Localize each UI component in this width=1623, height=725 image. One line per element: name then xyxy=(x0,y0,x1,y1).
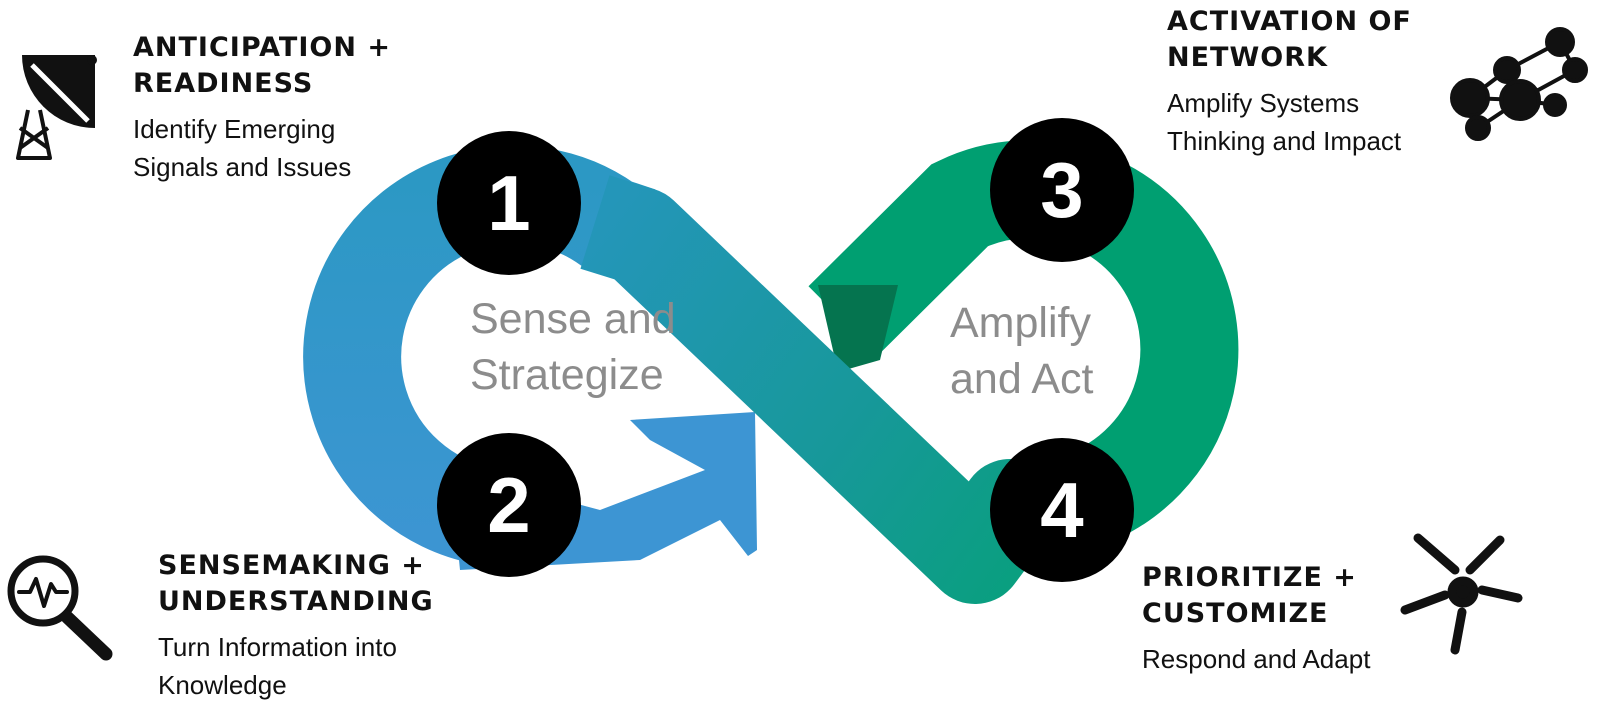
sensemaking-heading: SENSEMAKING + UNDERSTANDING xyxy=(158,548,434,620)
sensemaking-block: SENSEMAKING + UNDERSTANDING Turn Informa… xyxy=(158,548,434,704)
activation-heading-line1: ACTIVATION OF xyxy=(1167,6,1412,37)
anticipation-desc-line2: Signals and Issues xyxy=(133,152,352,182)
prioritize-heading-line2: CUSTOMIZE xyxy=(1142,598,1329,629)
anticipation-description: Identify Emerging Signals and Issues xyxy=(133,110,391,186)
activation-block: ACTIVATION OF NETWORK Amplify Systems Th… xyxy=(1167,4,1412,160)
badge-4-number: 4 xyxy=(1040,466,1083,554)
left-loop-label-line2: Strategize xyxy=(470,351,664,399)
prioritize-heading: PRIORITIZE + CUSTOMIZE xyxy=(1142,560,1370,632)
left-loop-label: Sense and Strategize xyxy=(470,295,688,399)
activation-heading: ACTIVATION OF NETWORK xyxy=(1167,4,1412,76)
sensemaking-desc-line2: Knowledge xyxy=(158,670,287,700)
sensemaking-heading-line2: UNDERSTANDING xyxy=(158,586,434,617)
anticipation-desc-line1: Identify Emerging xyxy=(133,114,336,144)
badge-2-number: 2 xyxy=(487,461,530,549)
badge-2: 2 xyxy=(437,433,581,577)
anticipation-heading-line1: ANTICIPATION + xyxy=(133,32,391,63)
badge-3: 3 xyxy=(990,118,1134,262)
activation-desc-line1: Amplify Systems xyxy=(1167,88,1360,118)
prioritize-desc-line1: Respond and Adapt xyxy=(1142,644,1371,674)
people-network-icon xyxy=(1450,27,1588,141)
right-loop-label-line2: and Act xyxy=(950,355,1093,403)
anticipation-heading: ANTICIPATION + READINESS xyxy=(133,30,391,102)
crossing-shadow xyxy=(818,285,898,372)
prioritize-block: PRIORITIZE + CUSTOMIZE Respond and Adapt xyxy=(1142,560,1370,678)
anticipation-heading-line2: READINESS xyxy=(133,68,314,99)
activation-description: Amplify Systems Thinking and Impact xyxy=(1167,84,1412,160)
badge-1: 1 xyxy=(437,131,581,275)
sensemaking-heading-line1: SENSEMAKING + xyxy=(158,550,425,581)
badge-1-number: 1 xyxy=(487,159,530,247)
activation-desc-line2: Thinking and Impact xyxy=(1167,126,1402,156)
left-loop-label-line1: Sense and xyxy=(470,295,676,343)
sensemaking-description: Turn Information into Knowledge xyxy=(158,628,434,704)
badge-3-number: 3 xyxy=(1040,146,1083,234)
anticipation-block: ANTICIPATION + READINESS Identify Emergi… xyxy=(133,30,391,186)
satellite-dish-icon xyxy=(16,55,97,160)
right-loop-label: Amplify and Act xyxy=(950,299,1103,403)
badge-4: 4 xyxy=(990,438,1134,582)
sensemaking-desc-line1: Turn Information into xyxy=(158,632,397,662)
right-loop-label-line1: Amplify xyxy=(950,299,1091,347)
joined-hands-icon xyxy=(1400,533,1523,655)
magnifier-pulse-icon xyxy=(7,555,113,661)
prioritize-description: Respond and Adapt xyxy=(1142,640,1370,678)
prioritize-heading-line1: PRIORITIZE + xyxy=(1142,562,1357,593)
activation-heading-line2: NETWORK xyxy=(1167,42,1328,73)
